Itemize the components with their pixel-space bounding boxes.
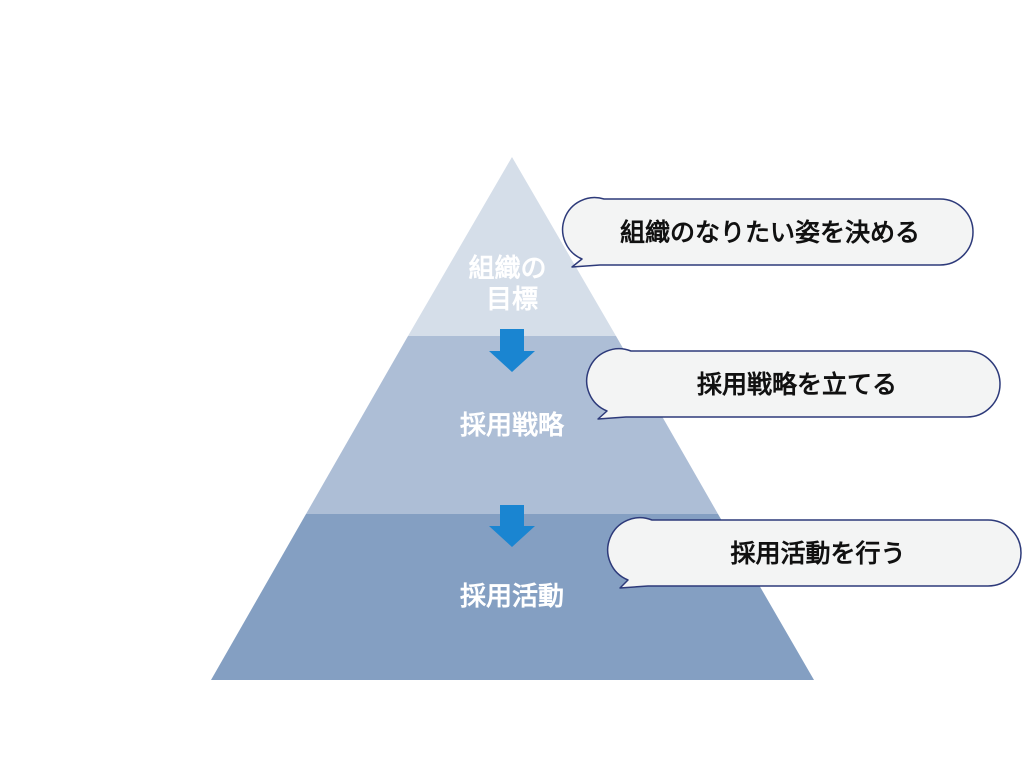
callout-text-top: 組織のなりたい姿を決める: [620, 218, 920, 247]
layer-label-top-line-1: 組織の: [468, 253, 546, 284]
callout-bubble-top: [561, 196, 974, 268]
pyramid-layer-top: [408, 157, 616, 336]
down-arrow-icon: [489, 505, 535, 547]
down-arrow-icon: [489, 329, 535, 372]
callout-text-bottom: 採用活動を行う: [730, 539, 905, 568]
callout-text-middle: 採用戦略を立てる: [697, 370, 897, 399]
layer-label-top: 組織の 目標: [468, 253, 555, 315]
callout-bubble-bottom: [606, 516, 1022, 589]
layer-label-bottom: 採用活動: [460, 582, 564, 612]
layer-label-middle: 採用戦略: [460, 410, 565, 441]
layer-label-top-line-2: 目標: [486, 285, 538, 315]
callout-bubble-middle: [585, 347, 1001, 420]
